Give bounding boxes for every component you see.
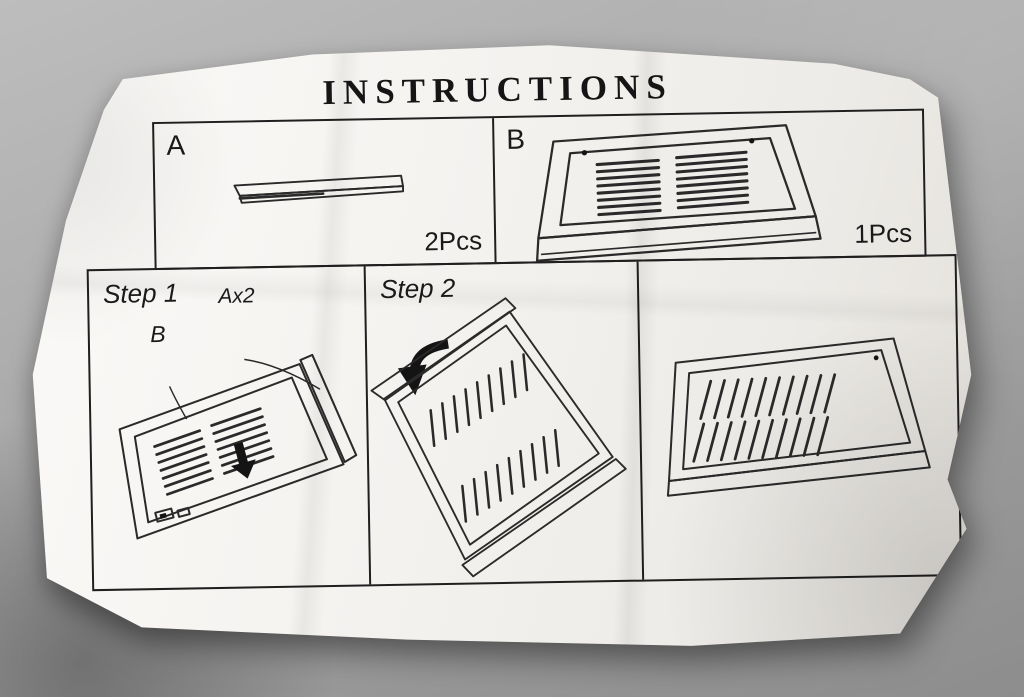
panel-step-2: Step 2 [365,261,645,585]
step1-callout-ax2: Ax2 [218,284,255,308]
rail-a-piece [299,353,358,463]
panel-step-1: Step 1 Ax2 B [88,266,372,590]
part-b-tray-drawing [536,124,823,263]
screw-dot-left [582,150,588,156]
part-b-qty: 1Pcs [854,217,913,249]
part-a-label: A [166,129,186,161]
panel-step-final [638,256,960,579]
latch-bracket [154,507,175,523]
screw-dot [873,355,879,361]
part-a-slat-drawing [233,174,405,204]
parts-row: A 2Pcs B [152,108,927,271]
sheet-content: INSTRUCTIONS A 2Pcs B [33,45,972,646]
step2-assembly-drawing [370,297,627,578]
down-arrow-icon [230,441,256,479]
instruction-sheet-shadow: INSTRUCTIONS A 2Pcs B [28,36,976,652]
rail-top [370,297,517,402]
instruction-sheet: INSTRUCTIONS A 2Pcs B [32,45,972,646]
panel-part-a: A 2Pcs [154,118,497,269]
screw-dot-right [749,138,755,144]
step1-assembly-drawing [118,353,358,540]
rail-bottom [461,458,627,578]
step1-label: Step 1 [102,277,179,309]
steps-row: Step 1 Ax2 B [86,254,963,592]
part-a-qty: 2Pcs [424,225,483,257]
final-assembly-drawing [667,337,931,497]
panel-part-b: B [494,111,925,263]
